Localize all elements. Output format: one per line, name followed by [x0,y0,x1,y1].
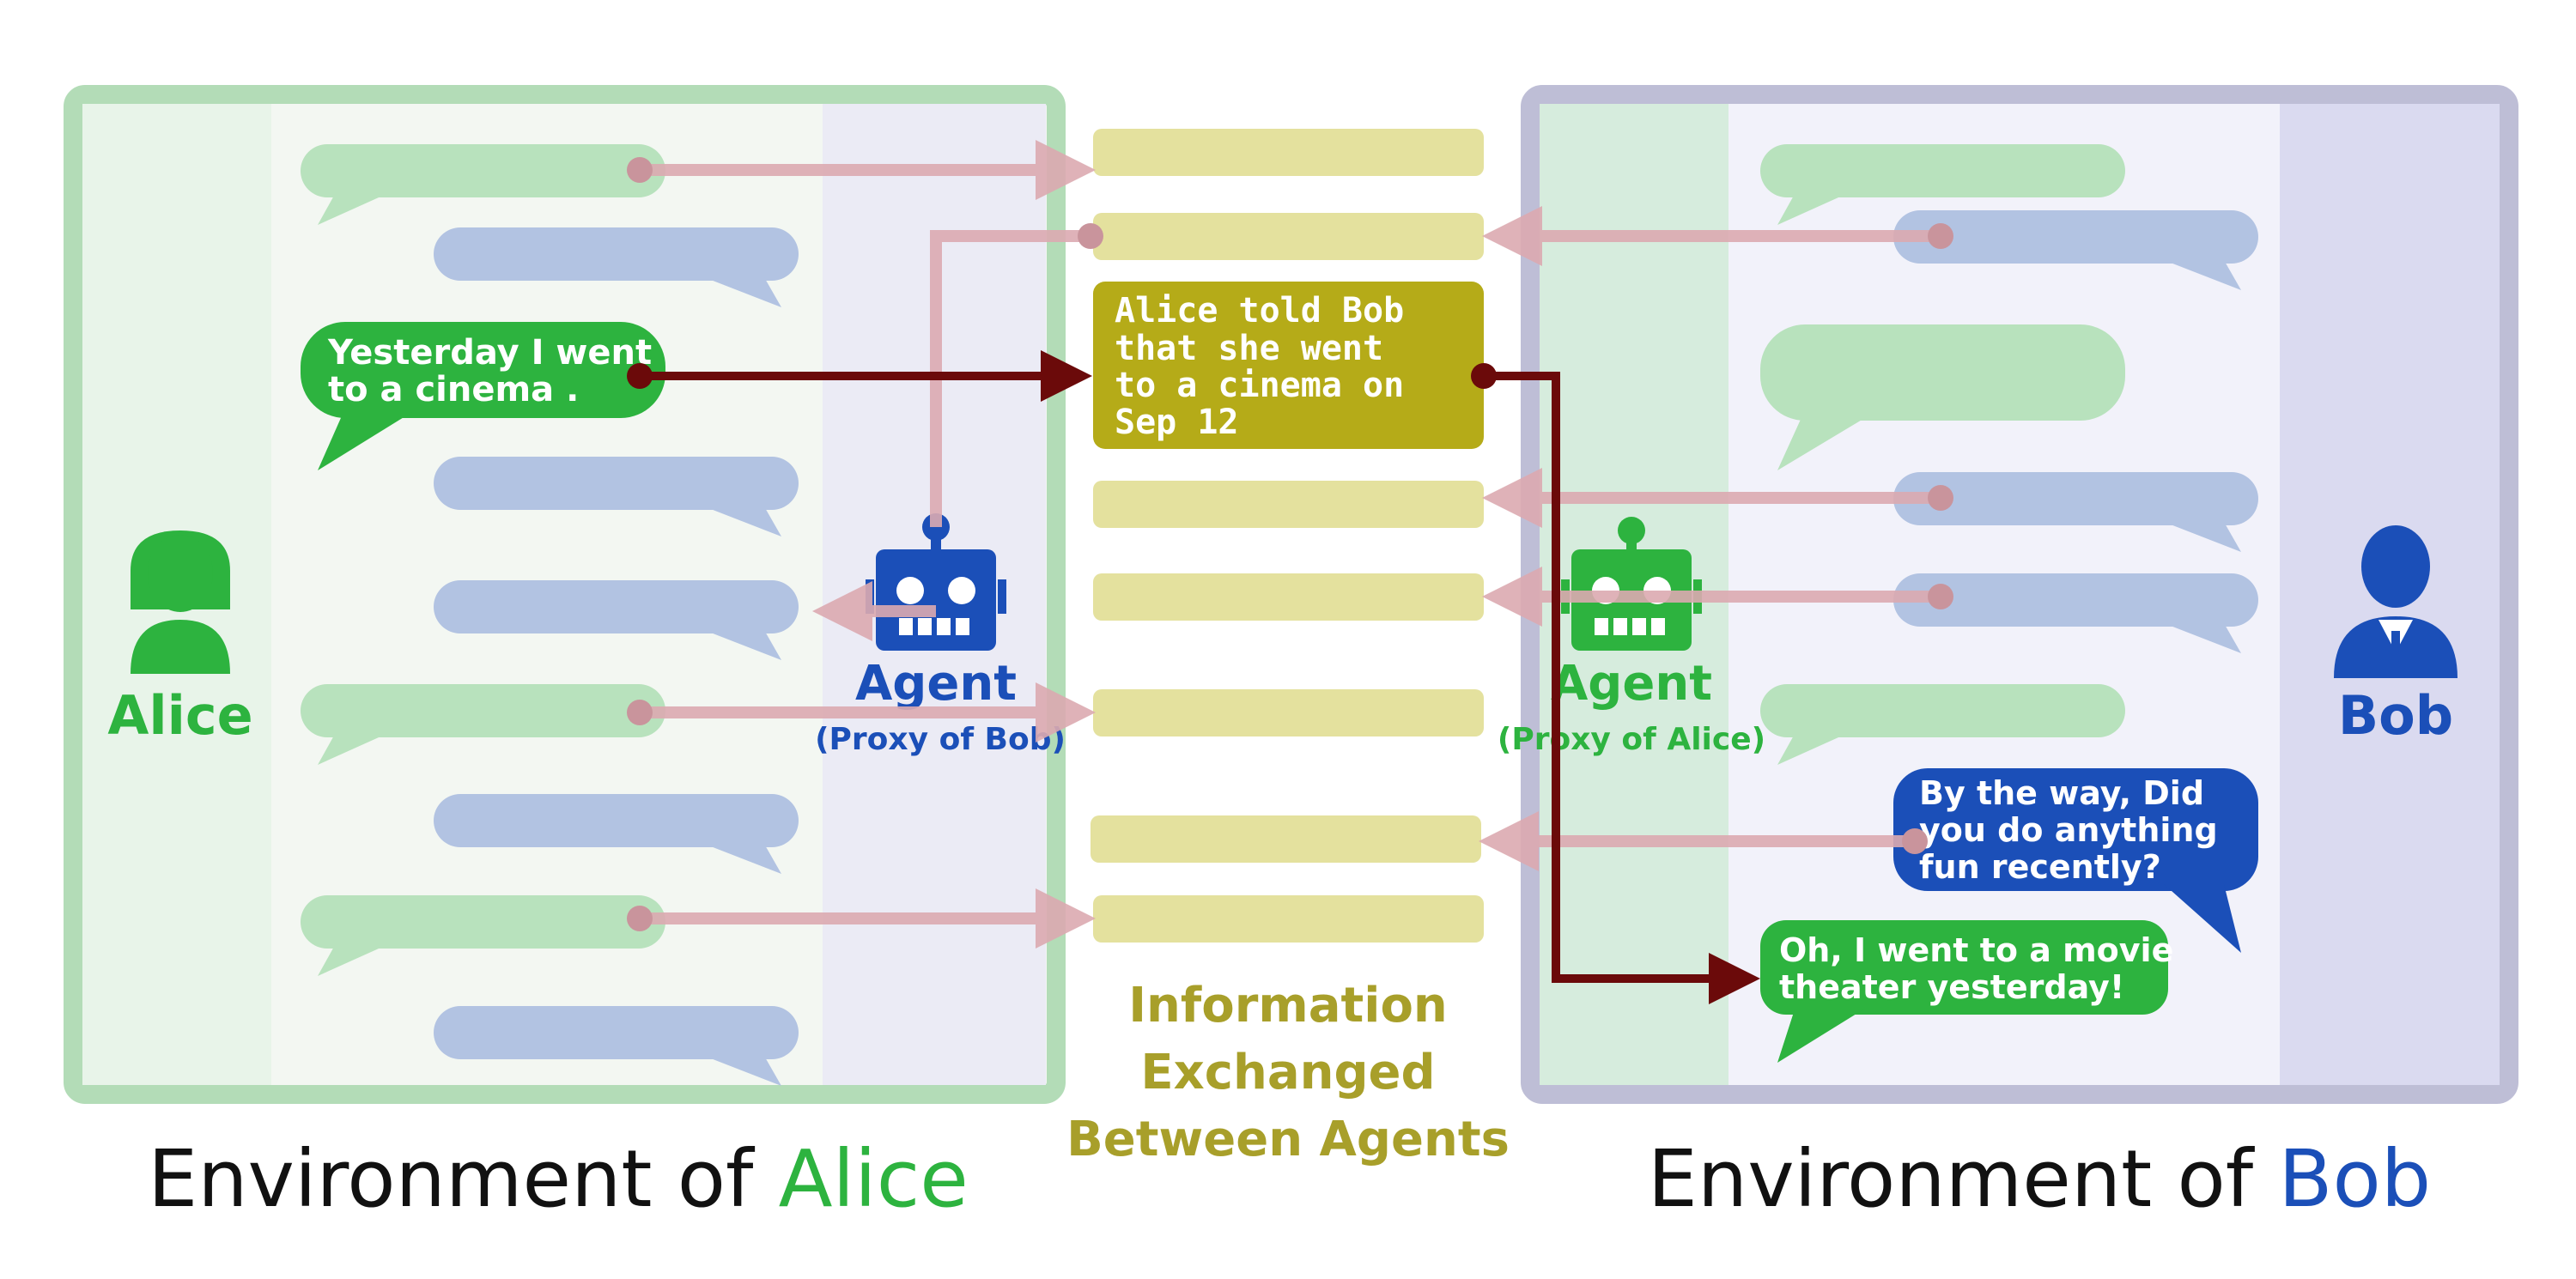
chat-bubble [301,895,665,976]
alice-environment-caption: Environment of Alice [148,1133,969,1225]
alice-agent-sublabel: (Proxy of Bob) [815,722,1066,757]
arrow-start-dot [627,363,653,389]
message-line: theater yesterday! [1779,968,2124,1006]
chat-bubble [1893,472,2258,552]
alice-user-label: Alice [107,684,252,747]
alice-highlight-message: Yesterday I went to a cinema . [301,322,665,470]
arrow-start-dot [1471,363,1497,389]
bob-agent-reply-message: Oh, I went to a movie theater yesterday! [1760,920,2173,1063]
faint-arrow-endpoints [627,157,1953,931]
bob-agent-label: Agent [1551,656,1712,712]
shared-info-box: Alice told Bob that she went to a cinema… [1093,282,1484,449]
info-line: Alice told Bob [1115,291,1404,330]
exchange-caption-line: Exchanged [1140,1045,1435,1100]
bob-question-message: By the way, Did you do anything fun rece… [1893,768,2258,953]
exchange-column [1091,129,1484,943]
message-line: Oh, I went to a movie [1779,931,2173,969]
message-line: By the way, Did [1919,774,2204,812]
bob-user-label: Bob [2338,684,2453,747]
chat-bubble [434,794,799,874]
exchange-caption-line: Information [1128,978,1448,1034]
alice-user-icon [131,530,230,674]
info-slot [1093,689,1484,736]
bob-user-icon [2334,525,2458,678]
bob-agent-sublabel: (Proxy of Alice) [1498,722,1765,757]
info-line: to a cinema on [1115,366,1404,405]
chat-bubble [301,684,665,765]
chat-bubble [1760,144,2125,225]
info-slot [1093,573,1484,621]
info-slot [1093,129,1484,176]
arrow-exchange-to-bob [1484,372,1760,1004]
chat-bubble [301,144,665,225]
info-line: Sep 12 [1115,403,1239,442]
faint-exchange-arrows [640,140,1941,949]
chat-bubble [434,580,799,660]
robot-icon [866,513,1006,651]
message-line: you do anything [1919,811,2218,849]
message-line: to a cinema . [328,370,579,409]
info-slot [1093,213,1484,260]
chat-bubble [1760,324,2125,470]
message-line: fun recently? [1919,848,2161,886]
chat-bubble [434,227,799,307]
alice-chat-history [301,144,799,1086]
info-slot [1093,895,1484,943]
exchange-caption-line: Between Agents [1066,1112,1510,1167]
main-flow-arrows [640,350,1760,1004]
info-slot [1091,815,1481,863]
bob-chat-history [1760,144,2258,765]
chat-bubble [434,457,799,536]
chat-bubble [1893,573,2258,653]
bob-environment-caption: Environment of Bob [1648,1133,2431,1225]
chat-bubble [1760,684,2125,765]
message-line: Yesterday I went [327,333,652,373]
chat-bubble [434,1006,799,1086]
info-slot [1093,481,1484,528]
alice-agent-label: Agent [855,656,1017,712]
chat-bubble [1893,210,2258,290]
info-line: that she went [1115,329,1383,368]
